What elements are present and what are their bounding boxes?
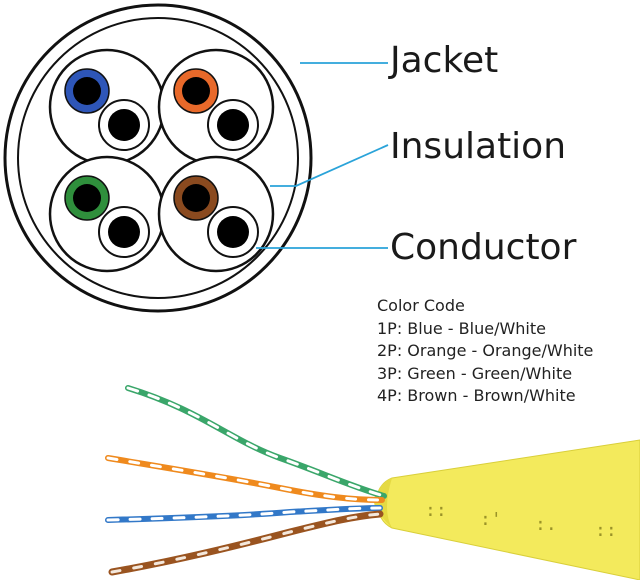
jacket-label: Jacket	[390, 40, 499, 81]
pairs-group	[48, 48, 275, 273]
conductor-blue	[73, 77, 101, 105]
insulation-label: Insulation	[390, 126, 567, 167]
cable-jacket	[377, 439, 640, 580]
cable-illustration: :: :' :. ::	[105, 385, 640, 580]
wire-green-white	[126, 386, 386, 498]
conductor-brown	[182, 184, 210, 212]
conductor-orange	[182, 77, 210, 105]
legend-entry-2p: 2P: Orange - Orange/White	[377, 341, 594, 360]
jacket-print-4: ::	[595, 520, 617, 541]
conductor-blue-white	[108, 109, 140, 141]
cable-jacket-end	[374, 478, 392, 528]
insulation-leader-line	[270, 144, 389, 187]
legend-title: Color Code	[377, 296, 465, 315]
jacket-print-1: ::	[425, 500, 447, 521]
legend-entry-1p: 1P: Blue - Blue/White	[377, 318, 546, 338]
legend-entry-3p: 3P: Green - Green/White	[377, 363, 573, 383]
color-code-legend: Color Code 1P: Blue - Blue/White 2P: Ora…	[377, 295, 593, 408]
conductor-green-white	[108, 216, 140, 248]
conductor-brown-white	[217, 216, 249, 248]
wire-brown-white	[110, 512, 382, 574]
conductor-label: Conductor	[390, 227, 577, 268]
wire-orange-white	[106, 456, 384, 502]
conductor-green	[73, 184, 101, 212]
conductor-orange-white	[217, 109, 249, 141]
jacket-print-2: :'	[480, 509, 502, 530]
wire-green	[125, 385, 387, 499]
legend-entry-4p: 4P: Brown - Brown/White	[377, 386, 576, 405]
jacket-print-3: :.	[535, 514, 557, 535]
wire-blue-white	[106, 506, 382, 522]
